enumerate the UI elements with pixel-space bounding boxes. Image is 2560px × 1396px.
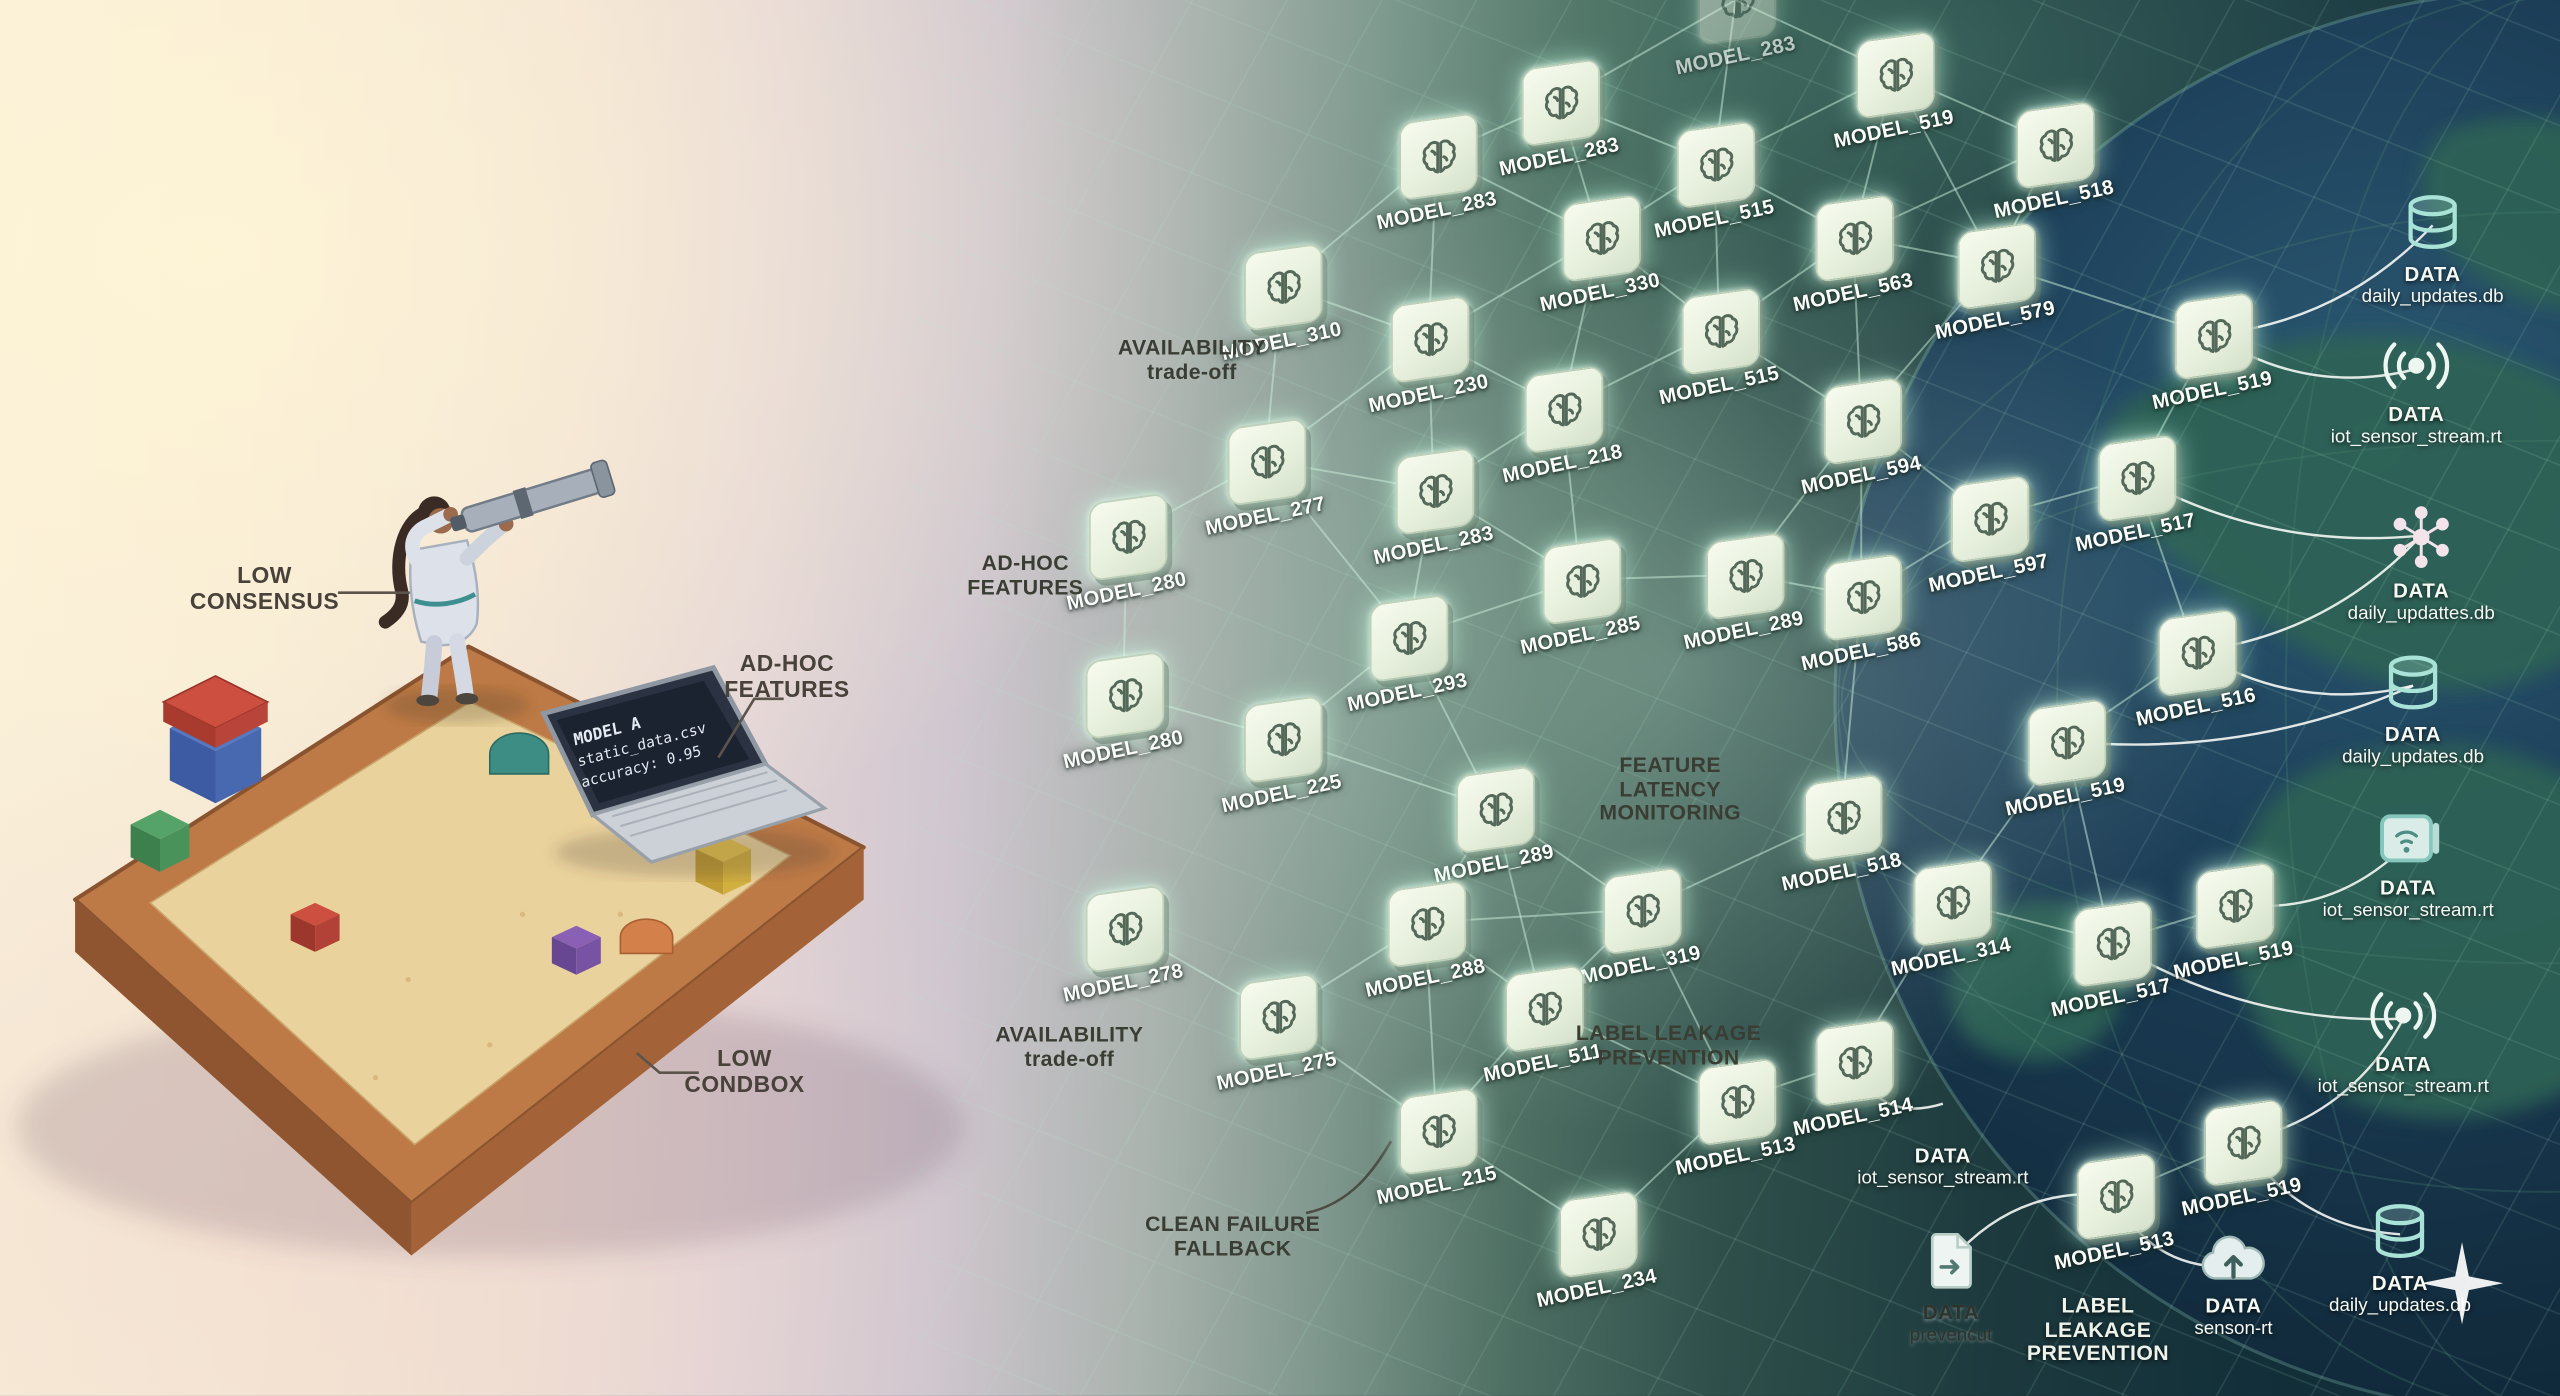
- laptop-screen: [556, 680, 750, 804]
- sparkle-icon: [2416, 1238, 2507, 1338]
- telescope: [450, 459, 616, 533]
- sand-speckles: [323, 911, 624, 1081]
- grid-diagonals: [906, 0, 2560, 1396]
- clean-failure-connector: [1305, 1140, 1393, 1215]
- laptop: [540, 664, 829, 864]
- globe-rim: [1833, 0, 2441, 1396]
- jacket-trim: [413, 592, 477, 607]
- ponytail: [378, 506, 432, 629]
- researcher-figure: [378, 459, 616, 707]
- callout-connectors: [337, 591, 784, 1074]
